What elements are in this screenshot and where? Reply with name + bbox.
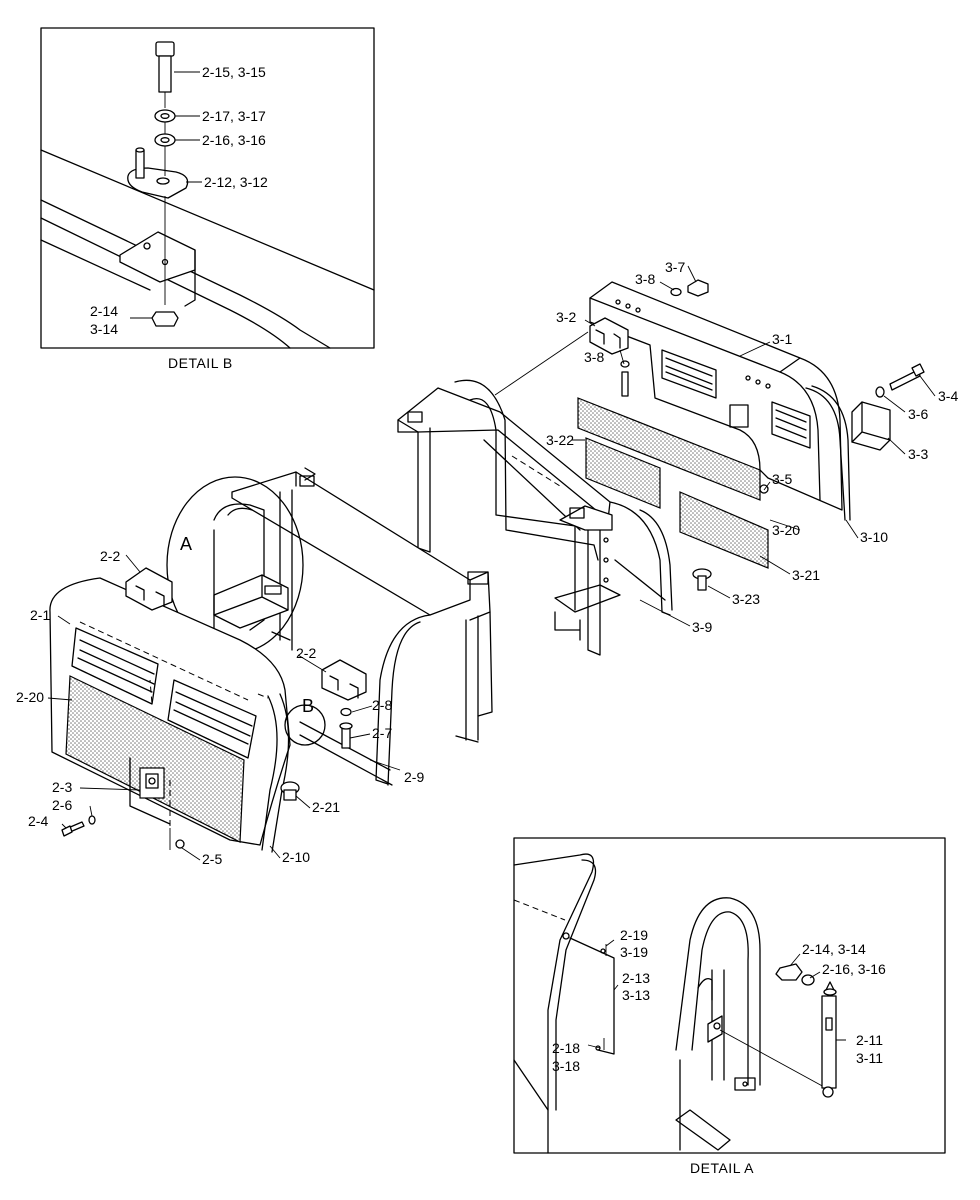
- label-2-13: 2-13: [622, 970, 650, 986]
- label-2-12: 2-12, 3-12: [204, 174, 268, 190]
- label-3-2: 3-2: [556, 309, 576, 325]
- bolt-icon: [155, 41, 175, 57]
- label-3-5: 3-5: [772, 471, 792, 487]
- label-2-2b: 2-2: [296, 645, 316, 661]
- washer-icon: [154, 133, 176, 147]
- nut-icon: [775, 963, 803, 981]
- label-2-1: 2-1: [30, 607, 50, 623]
- latch-3-2: [589, 317, 629, 355]
- label-2-3: 2-3: [52, 779, 72, 795]
- rear-assembly: 3-7 3-8 3-2 3-8 3-1 3-4 3-6 3-3 3-22 3-5…: [397, 259, 958, 656]
- detail-a-caption: DETAIL A: [690, 1160, 754, 1176]
- label-2-7: 2-7: [372, 725, 392, 741]
- detail-a-frame: [513, 837, 946, 1154]
- panel-2-1: [49, 577, 291, 853]
- label-3-14: 3-14: [90, 321, 118, 337]
- label-2-2: 2-2: [100, 548, 120, 564]
- detail-a: 2-19 3-19 2-13 3-13 2-18 3-18 2-14, 3-14…: [513, 837, 946, 1176]
- label-3-20: 3-20: [772, 522, 800, 538]
- label-2-14-3-14: 2-14, 3-14: [802, 941, 866, 957]
- bolt-icon: [687, 279, 709, 297]
- label-2-5: 2-5: [202, 851, 222, 867]
- washer-icon: [154, 109, 176, 123]
- cover-3-3: [851, 401, 891, 451]
- label-3-4: 3-4: [938, 388, 958, 404]
- label-2-19: 2-19: [620, 927, 648, 943]
- label-3-9: 3-9: [692, 619, 712, 635]
- latch-2-2b: [321, 659, 367, 701]
- label-2-9: 2-9: [404, 769, 424, 785]
- label-2-17: 2-17, 3-17: [202, 108, 266, 124]
- label-2-16-3-16: 2-16, 3-16: [822, 961, 886, 977]
- label-3-3: 3-3: [908, 446, 928, 462]
- label-2-15: 2-15, 3-15: [202, 64, 266, 80]
- label-2-14: 2-14: [90, 303, 118, 319]
- label-2-10: 2-10: [282, 849, 310, 865]
- label-2-6: 2-6: [52, 797, 72, 813]
- label-2-8: 2-8: [372, 697, 392, 713]
- mesh-2-20: [65, 675, 245, 843]
- label-2-18: 2-18: [552, 1040, 580, 1056]
- label-3-10: 3-10: [860, 529, 888, 545]
- callout-b-circle: [284, 704, 326, 746]
- label-3-19: 3-19: [620, 944, 648, 960]
- label-3-1: 3-1: [772, 331, 792, 347]
- frame-3-9: [397, 379, 673, 656]
- panel-3-1: [589, 281, 851, 521]
- label-3-6: 3-6: [908, 406, 928, 422]
- label-2-11: 2-11: [856, 1032, 883, 1048]
- callout-b: B: [302, 696, 314, 716]
- front-assembly: A: [16, 467, 493, 867]
- latch-2-2: [125, 567, 173, 611]
- detail-b-caption: DETAIL B: [168, 355, 233, 371]
- label-3-7: 3-7: [665, 259, 685, 275]
- label-2-16: 2-16, 3-16: [202, 132, 266, 148]
- label-3-21: 3-21: [792, 567, 820, 583]
- callout-a: A: [180, 534, 192, 554]
- nut-icon: [151, 311, 179, 327]
- label-2-4: 2-4: [28, 813, 48, 829]
- label-3-18: 3-18: [552, 1058, 580, 1074]
- label-2-20: 2-20: [16, 689, 44, 705]
- label-3-13: 3-13: [622, 987, 650, 1003]
- label-3-11: 3-11: [856, 1050, 883, 1066]
- detail-b: 2-15, 3-15 2-17, 3-17 2-16, 3-16 2-12, 3…: [40, 27, 375, 371]
- gas-strut-icon: [821, 995, 837, 1089]
- label-3-8: 3-8: [635, 271, 655, 287]
- label-2-21: 2-21: [312, 799, 340, 815]
- label-3-8b: 3-8: [584, 349, 604, 365]
- label-3-23: 3-23: [732, 591, 760, 607]
- latch-2-3: [139, 767, 165, 799]
- detail-b-frame: [40, 27, 375, 349]
- mesh-3-22: [577, 397, 761, 501]
- mesh-3-20: [679, 491, 769, 569]
- label-3-22: 3-22: [546, 432, 574, 448]
